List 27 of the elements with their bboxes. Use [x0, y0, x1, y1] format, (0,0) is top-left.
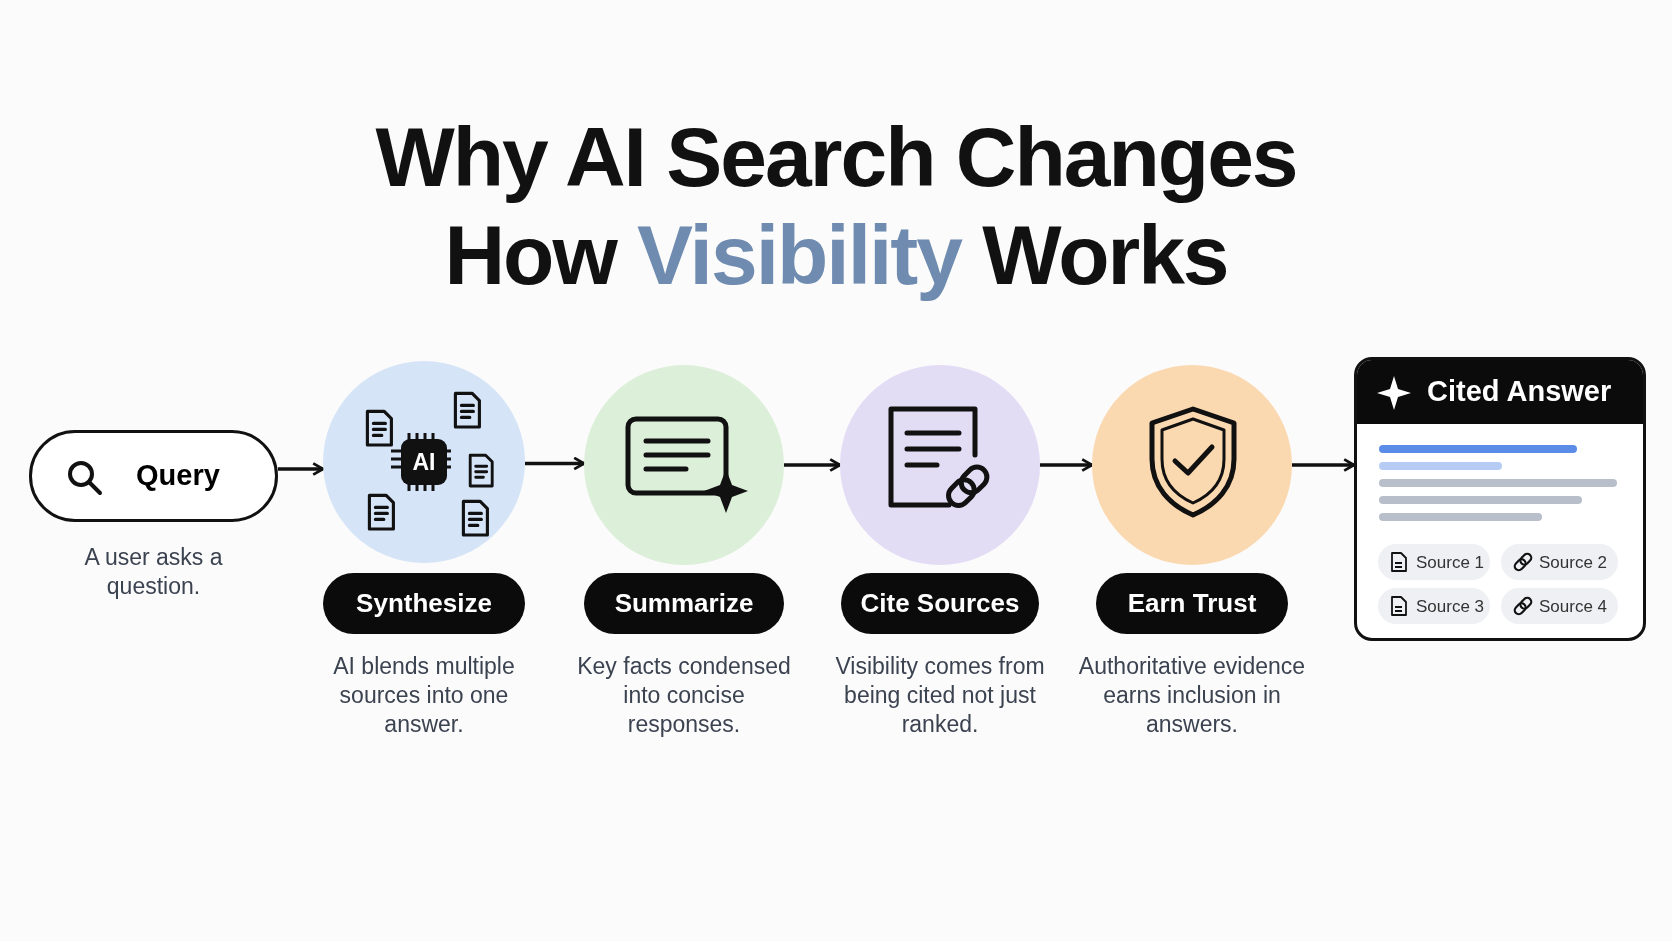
source-label: Source 3: [1416, 597, 1485, 617]
source-label: Source 2: [1539, 553, 1608, 573]
step-label: Summarize: [584, 573, 784, 634]
step-description: Visibility comes from being cited not just ranked.: [834, 652, 1046, 739]
arrow: [1040, 458, 1094, 472]
arrow: [525, 456, 586, 471]
query-label: Query: [136, 459, 220, 492]
step-label: Cite Sources: [841, 573, 1039, 634]
arrow: [278, 462, 325, 476]
ai-chip: AI: [401, 439, 447, 485]
source-chip: [1378, 588, 1490, 624]
source-label: Source 1: [1416, 553, 1485, 573]
source-chip: [1501, 588, 1618, 624]
source-chip: [1501, 544, 1618, 580]
card-title: Cited Answer: [1427, 375, 1612, 408]
title: Why AI Search Changes How Visibility Works: [374, 109, 1298, 304]
step-description: AI blends multiple sources into one answer.: [332, 652, 516, 739]
step-label: Earn Trust: [1096, 573, 1288, 634]
arrow: [1292, 458, 1356, 472]
answer-card: [1354, 357, 1646, 641]
arrow: [784, 458, 842, 472]
source-label: Source 4: [1539, 597, 1608, 617]
step-description: Key facts condensed into concise responses.: [576, 652, 792, 739]
step-description: A user asks a question.: [83, 543, 224, 601]
step-label: Synthesize: [323, 573, 525, 634]
source-chip: [1378, 544, 1490, 580]
step-description: Authoritative evidence earns inclusion in answers.: [1077, 652, 1307, 739]
